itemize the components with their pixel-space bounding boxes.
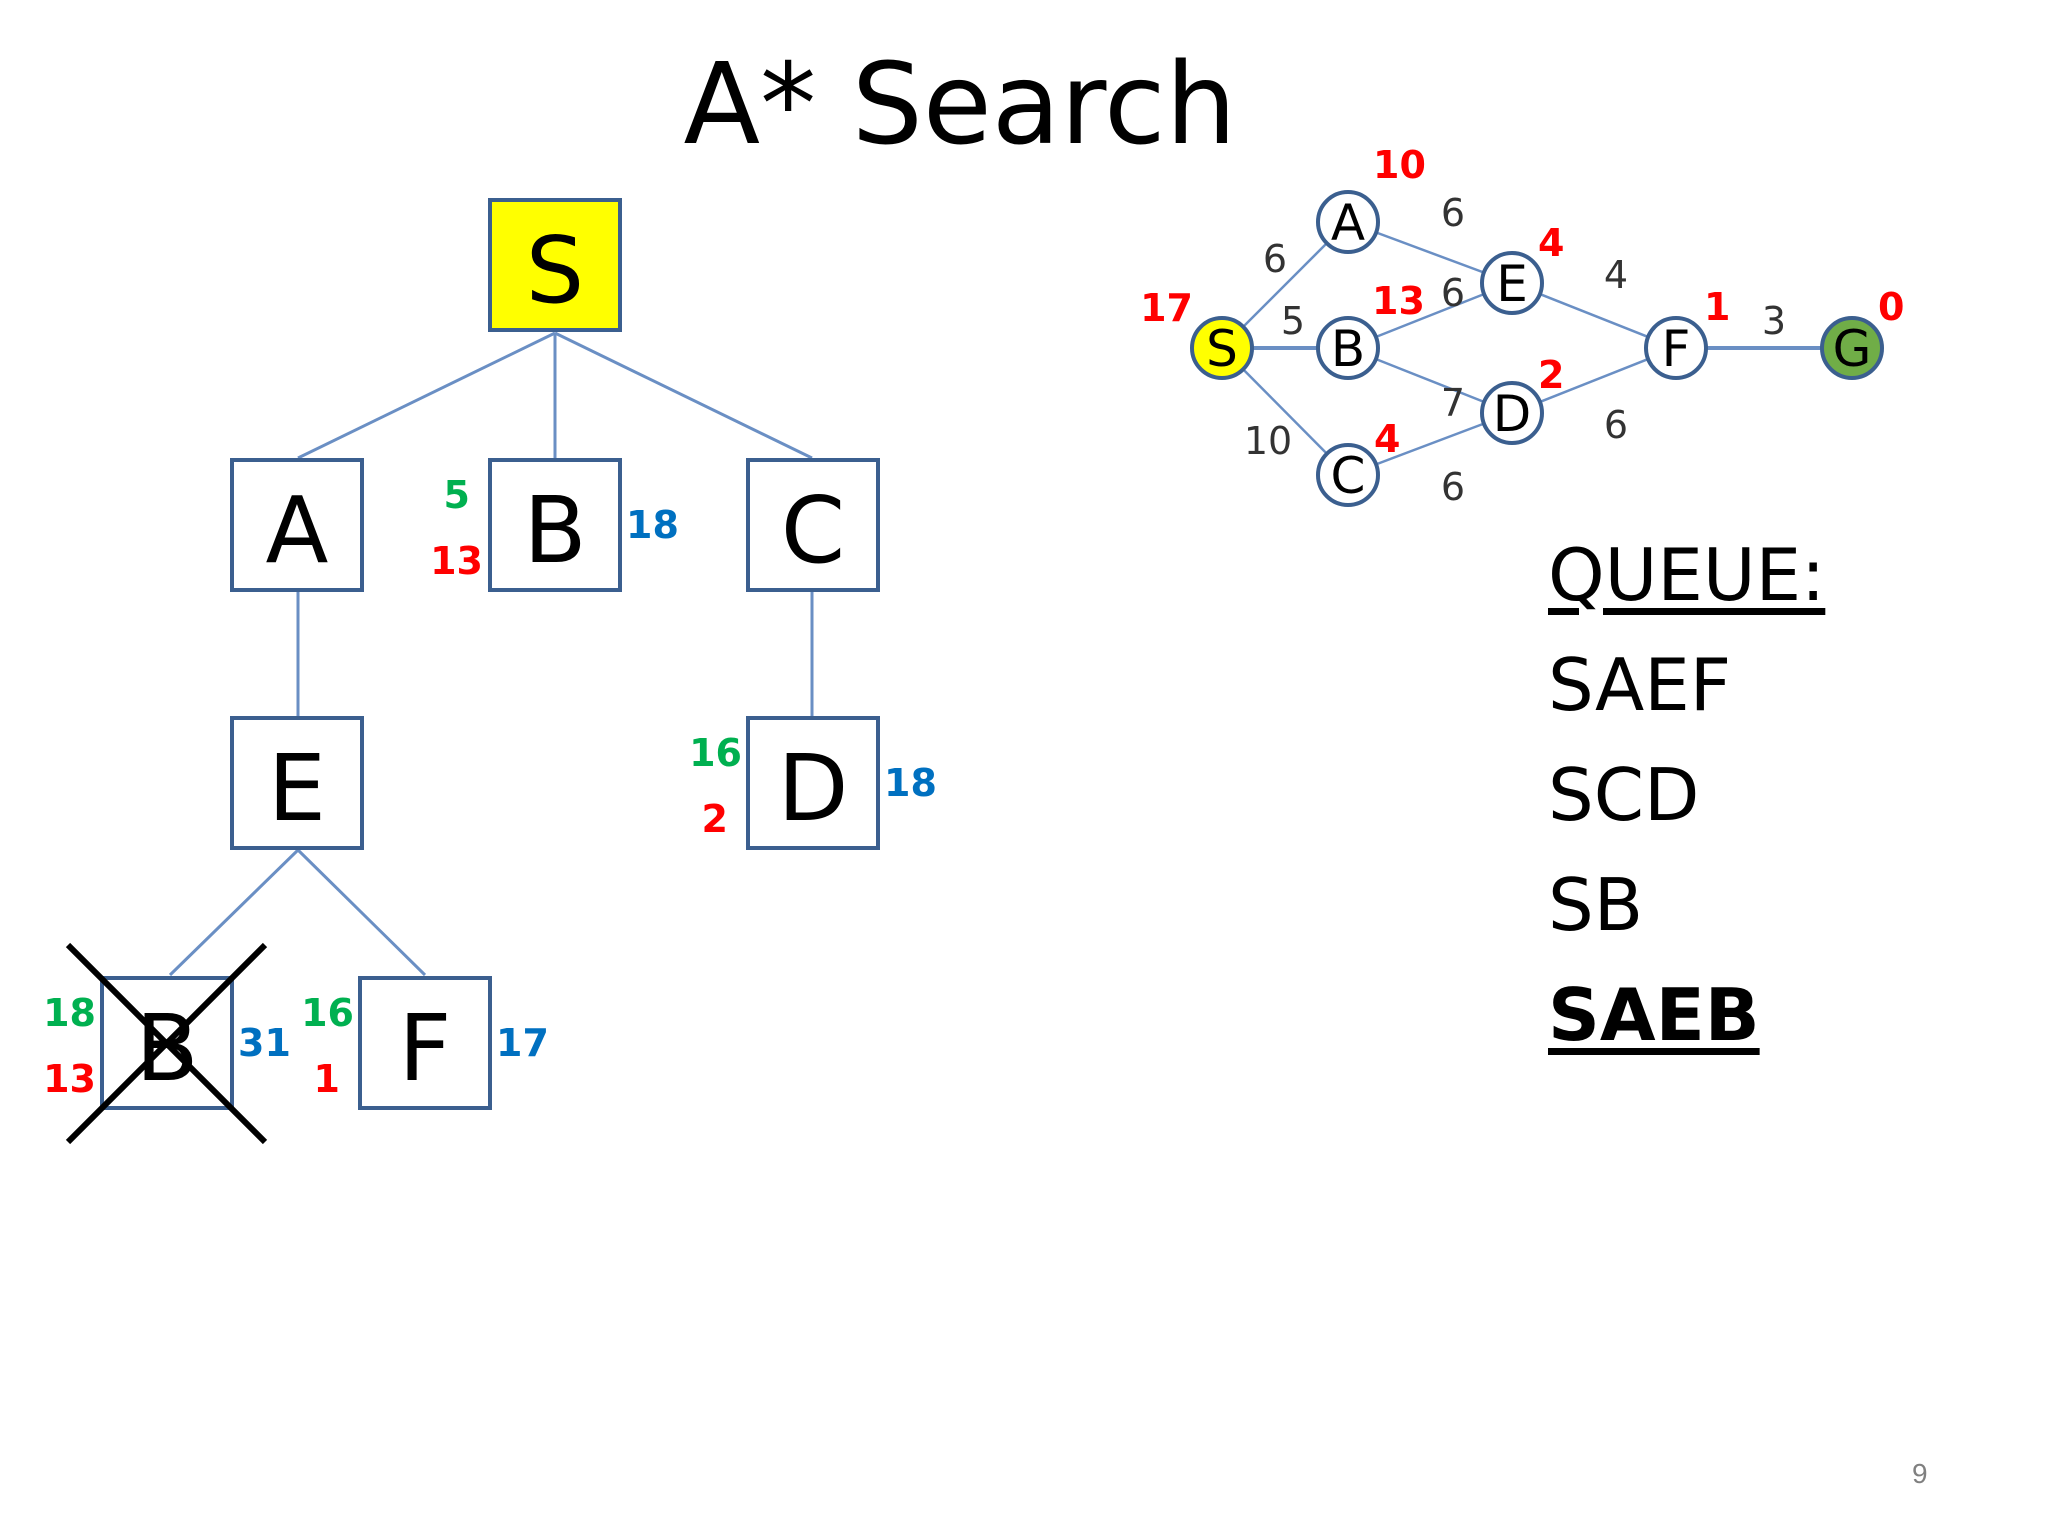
- tree-node-label: B: [135, 995, 198, 1102]
- heuristic-value: 2: [1538, 353, 1564, 397]
- edge-weight: 4: [1604, 253, 1628, 297]
- edge-weight: 7: [1441, 381, 1465, 425]
- graph-node-e: E 4: [1480, 221, 1564, 315]
- tree-node-a: A: [230, 458, 364, 592]
- slide-title: A* Search: [683, 40, 1237, 170]
- g-value: 5: [444, 473, 470, 517]
- tree-edge-e-f: [296, 848, 427, 977]
- heuristic-value: 4: [1538, 221, 1564, 265]
- edge-weight: 6: [1604, 403, 1628, 447]
- tree-node-b-crossed: B 18 13 31: [43, 942, 291, 1145]
- tree-node-label: E: [268, 735, 326, 842]
- graph-node-label: S: [1206, 320, 1238, 378]
- tree-edge-e-b: [168, 848, 300, 977]
- tree-node-b: B 5 13 18: [430, 458, 679, 592]
- f-value: 18: [884, 761, 937, 805]
- tree-node-label: C: [781, 477, 845, 584]
- h-value: 13: [43, 1057, 96, 1101]
- tree-node-d: D 16 2 18: [689, 716, 937, 850]
- heuristic-value: 13: [1372, 279, 1425, 323]
- queue-item: SAEF: [1548, 643, 1732, 727]
- tree-edge-s-c: [554, 331, 813, 460]
- tree-node-label: B: [523, 477, 586, 584]
- edge-weight: 6: [1263, 237, 1287, 281]
- graph-node-f: F 1: [1644, 285, 1730, 380]
- h-value: 13: [430, 539, 483, 583]
- tree-node-label: D: [778, 735, 849, 842]
- edge-weight: 5: [1281, 299, 1305, 343]
- graph-node-label: G: [1833, 320, 1872, 378]
- f-value: 18: [626, 503, 679, 547]
- edge-weights: 6 5 10 6 6 7 6 4 6 3: [1244, 191, 1786, 509]
- graph-node-g: G 0: [1820, 285, 1904, 380]
- graph-node-label: E: [1496, 255, 1528, 313]
- graph-node-label: A: [1331, 194, 1365, 252]
- graph-node-label: C: [1331, 447, 1366, 505]
- tree-node-f: F 16 1 17: [301, 976, 549, 1110]
- edge-weight: 3: [1762, 299, 1786, 343]
- search-tree: S A B 5 13 18 C E D 16 2: [43, 198, 937, 1145]
- tree-node-c: C: [746, 458, 880, 592]
- graph-node-label: D: [1493, 385, 1532, 443]
- graph-node-label: B: [1331, 320, 1365, 378]
- f-value: 17: [496, 1021, 549, 1065]
- graph-node-b: B 13: [1316, 279, 1425, 380]
- f-value: 31: [238, 1021, 291, 1065]
- heuristic-value: 10: [1373, 143, 1426, 187]
- edge-weight: 6: [1441, 191, 1465, 235]
- cross-out-mark: [65, 942, 268, 1145]
- heuristic-value: 0: [1878, 285, 1904, 329]
- h-value: 2: [702, 797, 728, 841]
- edge-weight: 10: [1244, 419, 1292, 463]
- heuristic-value: 4: [1374, 417, 1400, 461]
- graph-node-d: D 2: [1480, 353, 1564, 445]
- graph-node-s: S 17: [1140, 286, 1254, 380]
- graph-node-c: C 4: [1316, 417, 1400, 507]
- g-value: 16: [301, 991, 354, 1035]
- edge-weight: 6: [1441, 465, 1465, 509]
- page-number: 9: [1912, 1458, 1928, 1489]
- heuristic-value: 17: [1140, 286, 1193, 330]
- graph-node-label: F: [1662, 320, 1691, 378]
- tree-edge-s-a: [297, 331, 556, 460]
- queue-item-current: SAEB: [1548, 973, 1760, 1057]
- tree-node-label: F: [399, 995, 452, 1102]
- tree-node-label: S: [526, 217, 584, 324]
- heuristic-value: 1: [1704, 285, 1730, 329]
- tree-edges: [168, 331, 814, 977]
- tree-node-label: A: [266, 477, 329, 584]
- queue-item: SCD: [1548, 753, 1700, 837]
- tree-node-e: E: [230, 716, 364, 850]
- state-graph: 6 5 10 6 6 7 6 4 6 3 S 17 A 10 B 13: [1140, 143, 1904, 509]
- graph-node-a: A 10: [1316, 143, 1426, 254]
- edge-weight: 6: [1441, 271, 1465, 315]
- g-value: 18: [43, 991, 96, 1035]
- g-value: 16: [689, 731, 742, 775]
- queue-title: QUEUE:: [1548, 533, 1826, 617]
- queue-item: SB: [1548, 863, 1644, 947]
- h-value: 1: [314, 1057, 340, 1101]
- tree-node-s: S: [488, 198, 622, 332]
